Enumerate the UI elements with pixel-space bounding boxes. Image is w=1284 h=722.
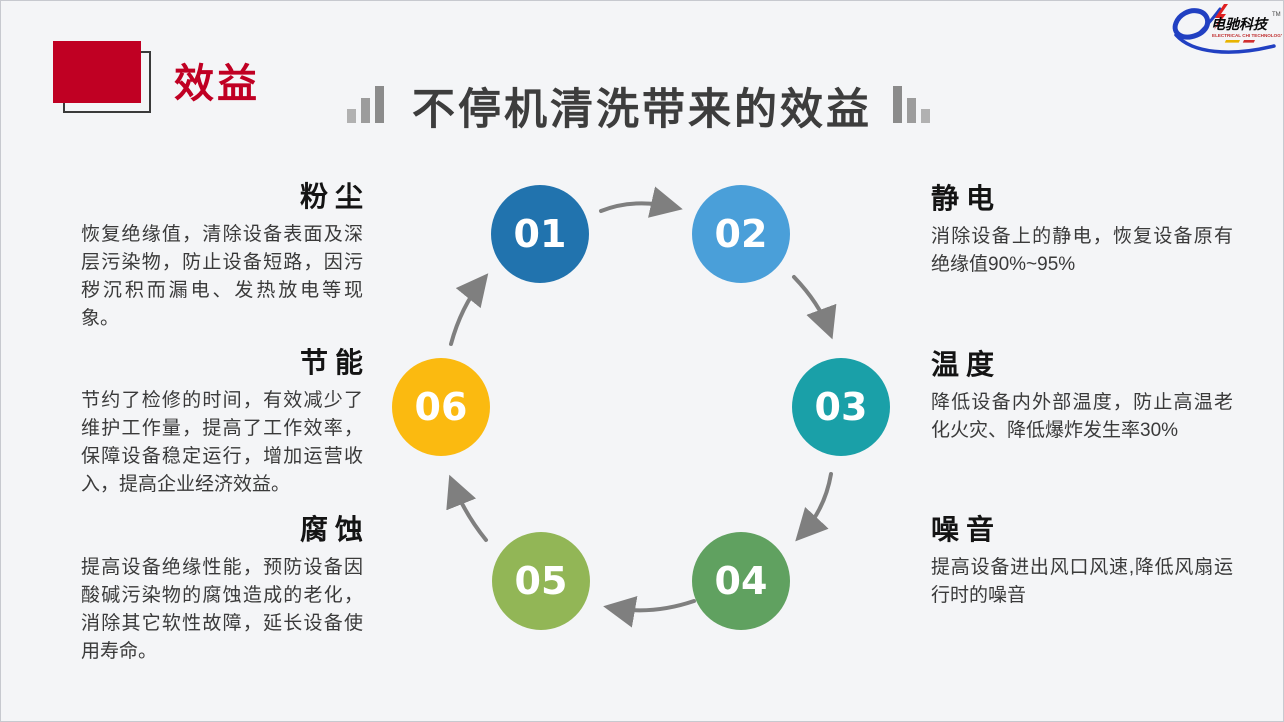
cycle-arrows-icon: [446, 186, 837, 628]
slide-title: 不停机清洗带来的效益: [412, 86, 872, 134]
benefit-block-corrosion: 腐蚀 提高设备绝缘性能，预防设备因酸碱污染物的腐蚀造成的老化，消除其它软性故障，…: [81, 512, 363, 666]
benefit-heading: 噪音: [931, 514, 1002, 545]
benefit-body: 恢复绝缘值，清除设备表面及深层污染物，防止设备短路，因污秽沉积而漏电、发热放电等…: [81, 224, 363, 329]
cycle-step-05: 05: [492, 532, 590, 630]
cycle-step-02: 02: [692, 185, 790, 283]
benefit-heading: 腐蚀: [299, 514, 370, 545]
benefit-block-noise: 噪音 提高设备进出风口风速,降低风扇运行时的噪音: [931, 512, 1233, 610]
benefit-heading: 温度: [931, 349, 1002, 380]
arrow-02-03-icon: [792, 275, 837, 340]
cycle-step-03: 03: [792, 358, 890, 456]
arrow-01-02-icon: [599, 186, 683, 218]
benefit-heading: 粉尘: [299, 181, 370, 212]
arrow-04-05-icon: [603, 596, 696, 628]
benefit-body: 降低设备内外部温度，防止高温老化火灾、降低爆炸发生率30%: [931, 392, 1233, 441]
benefit-heading: 静电: [931, 183, 1002, 214]
title-bars-right-icon: [893, 85, 930, 123]
arrow-05-06-icon: [446, 474, 488, 542]
benefit-block-static: 静电 消除设备上的静电，恢复设备原有绝缘值90%~95%: [931, 181, 1233, 279]
arrow-06-01-icon: [449, 273, 489, 346]
benefit-body: 节约了检修的时间，有效减少了维护工作量，提高了工作效率，保障设备稳定运行，增加运…: [81, 390, 363, 495]
arrow-03-04-icon: [795, 472, 833, 542]
cycle-step-01: 01: [491, 185, 589, 283]
title-bars-left-icon: [347, 85, 384, 123]
logo-tm-text: TM: [1272, 12, 1281, 18]
benefit-body: 提高设备绝缘性能，预防设备因酸碱污染物的腐蚀造成的老化，消除其它软性故障，延长设…: [81, 557, 363, 662]
benefit-body: 消除设备上的静电，恢复设备原有绝缘值90%~95%: [931, 226, 1233, 275]
benefit-body: 提高设备进出风口风速,降低风扇运行时的噪音: [931, 557, 1233, 606]
cycle-step-06: 06: [392, 358, 490, 456]
company-logo-icon: 电驰科技 TM ELECTRICAL CHI TECHNOLOGY: [1172, 4, 1283, 54]
cycle-step-04: 04: [692, 532, 790, 630]
logo-tagline-text: ELECTRICAL CHI TECHNOLOGY: [1212, 33, 1282, 38]
benefit-block-energy: 节能 节约了检修的时间，有效减少了维护工作量，提高了工作效率，保障设备稳定运行，…: [81, 345, 363, 499]
section-title: 效益: [174, 62, 260, 106]
badge-red-box: [53, 41, 141, 103]
company-logo: 电驰科技 TM ELECTRICAL CHI TECHNOLOGY: [1164, 3, 1283, 67]
logo-company-text: 电驰科技: [1211, 16, 1269, 33]
benefit-block-temperature: 温度 降低设备内外部温度，防止高温老化火灾、降低爆炸发生率30%: [931, 347, 1233, 445]
benefit-block-dust: 粉尘 恢复绝缘值，清除设备表面及深层污染物，防止设备短路，因污秽沉积而漏电、发热…: [81, 179, 363, 333]
lightning-bolt-icon: [1214, 4, 1228, 30]
benefit-heading: 节能: [299, 347, 370, 378]
